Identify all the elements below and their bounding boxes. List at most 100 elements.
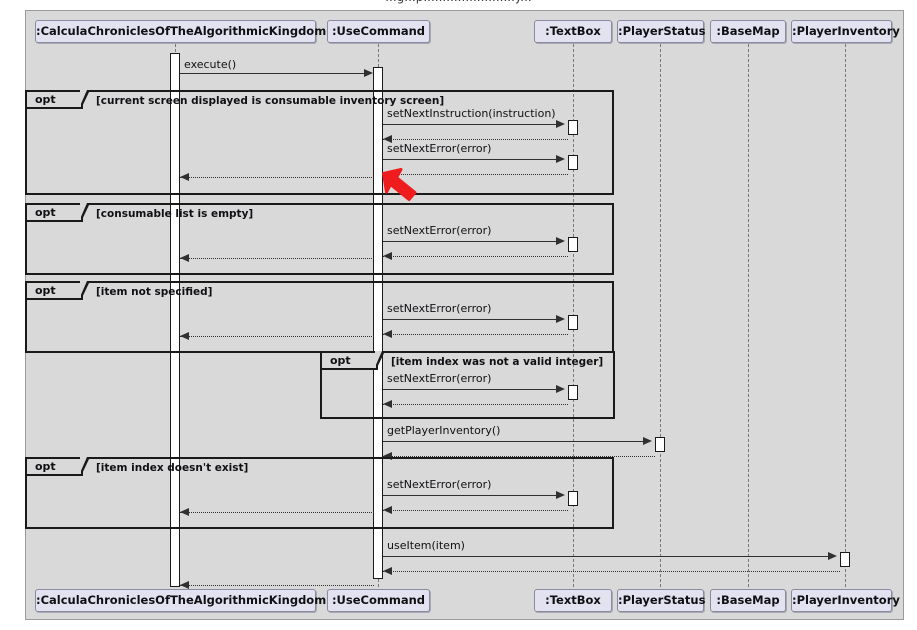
fragment-operator-label: opt — [330, 354, 351, 367]
message-arrowhead-setnexterror-4 — [556, 385, 565, 393]
return-line-playerinventory-1 — [383, 571, 840, 572]
return-arrowhead-textbox-4 — [383, 330, 392, 338]
return-line-textbox-5 — [383, 404, 568, 405]
activation-textbox-5 — [568, 385, 578, 400]
return-arrowhead-calcula-4 — [180, 508, 189, 516]
participant-label: :PlayerStatus — [618, 593, 706, 607]
participant-head-basemap[interactable]: :BaseMap — [710, 20, 786, 43]
return-line-calcula-1 — [180, 177, 374, 178]
lifeline-playerstatus — [660, 44, 661, 587]
fragment-operator-label: opt — [35, 460, 56, 473]
fragment-opt2-guard: [consumable list is empty] — [96, 208, 254, 220]
fragment-opt5 — [25, 457, 614, 529]
fragment-opt5-guard: [item index doesn't exist] — [96, 462, 249, 474]
return-line-textbox-6 — [383, 510, 568, 511]
message-arrowhead-useitem — [828, 552, 837, 560]
participant-head-textbox[interactable]: :TextBox — [534, 20, 612, 43]
fragment-opt3-operator-tab: opt — [27, 281, 90, 300]
message-label-setnexterror-4: setNextError(error) — [387, 372, 492, 385]
message-line-setnexterror-5 — [383, 495, 558, 496]
participant-head-calcula[interactable]: :CalculaChroniclesOfTheAlgorithmicKingdo… — [35, 20, 326, 43]
activation-textbox-6 — [568, 491, 578, 506]
message-arrowhead-setnexterror-3 — [556, 315, 565, 323]
participant-foot-playerstatus[interactable]: :PlayerStatus — [617, 589, 706, 612]
red-annotation-arrow — [382, 168, 417, 201]
participant-label: :BaseMap — [716, 24, 780, 38]
message-label-useitem: useItem(item) — [387, 539, 465, 552]
return-arrowhead-calcula-2 — [180, 254, 189, 262]
return-line-calcula-3 — [180, 336, 374, 337]
message-line-useitem — [383, 556, 830, 557]
message-label-setnexterror-1: setNextError(error) — [387, 142, 492, 155]
participant-foot-usecommand[interactable]: :UseCommand — [327, 589, 430, 612]
participant-foot-playerinventory[interactable]: :PlayerInventory — [791, 589, 900, 612]
fragment-opt5-operator-tab: opt — [27, 457, 90, 476]
fragment-opt3 — [25, 281, 614, 353]
activation-textbox-3 — [568, 237, 578, 252]
participant-head-playerstatus[interactable]: :PlayerStatus — [617, 20, 705, 43]
participant-foot-calcula[interactable]: :CalculaChroniclesOfTheAlgorithmicKingdo… — [35, 589, 326, 612]
activation-playerinventory-1 — [840, 552, 850, 567]
participant-label: :BaseMap — [716, 593, 780, 607]
participant-head-playerinventory[interactable]: :PlayerInventory — [791, 20, 900, 43]
activation-textbox-4 — [568, 315, 578, 330]
return-line-textbox-3 — [383, 256, 568, 257]
return-arrowhead-calcula-5 — [180, 581, 189, 589]
fragment-operator-label: opt — [35, 93, 56, 106]
message-label-setnextinstruction: setNextInstruction(instruction) — [387, 107, 556, 120]
return-line-textbox-1 — [383, 139, 568, 140]
return-line-calcula-4 — [180, 512, 374, 513]
message-arrowhead-setnexterror-1 — [556, 155, 565, 163]
message-arrowhead-setnextinstruction — [556, 120, 565, 128]
fragment-operator-label: opt — [35, 206, 56, 219]
lifeline-playerinventory — [845, 44, 846, 587]
clipped-page-title: ...g...p........................y... — [0, 0, 917, 9]
return-arrowhead-textbox-6 — [383, 506, 392, 514]
participant-foot-basemap[interactable]: :BaseMap — [710, 589, 786, 612]
message-line-setnexterror-1 — [383, 159, 558, 160]
fragment-opt4-operator-tab: opt — [322, 351, 385, 370]
participant-label: :TextBox — [545, 593, 601, 607]
message-line-setnexterror-4 — [383, 389, 558, 390]
return-arrowhead-calcula-3 — [180, 332, 189, 340]
participant-label: :UseCommand — [331, 593, 426, 607]
fragment-opt2-operator-tab: opt — [27, 203, 90, 222]
return-line-playerstatus-1 — [383, 456, 655, 457]
return-line-calcula-5 — [180, 585, 374, 586]
message-label-setnexterror-5: setNextError(error) — [387, 478, 492, 491]
lifeline-basemap — [748, 44, 749, 587]
diagram-canvas: :CalculaChroniclesOfTheAlgorithmicKingdo… — [25, 10, 904, 620]
participant-label: :CalculaChroniclesOfTheAlgorithmicKingdo… — [36, 593, 327, 607]
activation-textbox-2 — [568, 155, 578, 170]
message-label-getplayerinventory: getPlayerInventory() — [387, 424, 501, 437]
message-line-getplayerinventory — [383, 441, 645, 442]
participant-label: :PlayerInventory — [792, 593, 900, 607]
fragment-opt4-guard: [item index was not a valid integer] — [391, 356, 604, 368]
message-arrowhead-getplayerinventory — [643, 437, 652, 445]
message-label-setnexterror-3: setNextError(error) — [387, 302, 492, 315]
activation-calcula — [170, 53, 180, 587]
fragment-opt4 — [320, 351, 615, 419]
fragment-opt2 — [25, 203, 614, 275]
message-line-setnextinstruction — [383, 124, 558, 125]
message-label-setnexterror-2: setNextError(error) — [387, 224, 492, 237]
return-line-calcula-2 — [180, 258, 374, 259]
activation-textbox-1 — [568, 120, 578, 135]
return-line-textbox-2 — [383, 174, 568, 175]
return-line-textbox-4 — [383, 334, 568, 335]
message-line-execute — [180, 73, 367, 74]
fragment-opt1 — [25, 90, 614, 195]
participant-label: :TextBox — [545, 24, 601, 38]
return-arrowhead-textbox-1 — [383, 135, 392, 143]
return-arrowhead-textbox-5 — [383, 400, 392, 408]
message-line-setnexterror-2 — [383, 241, 558, 242]
message-line-setnexterror-3 — [383, 319, 558, 320]
participant-head-usecommand[interactable]: :UseCommand — [327, 20, 430, 43]
return-arrowhead-playerinventory-1 — [383, 567, 392, 575]
return-arrowhead-textbox-3 — [383, 252, 392, 260]
fragment-opt3-guard: [item not specified] — [96, 286, 213, 298]
fragment-operator-label: opt — [35, 284, 56, 297]
return-arrowhead-calcula-1 — [180, 173, 189, 181]
participant-foot-textbox[interactable]: :TextBox — [534, 589, 612, 612]
